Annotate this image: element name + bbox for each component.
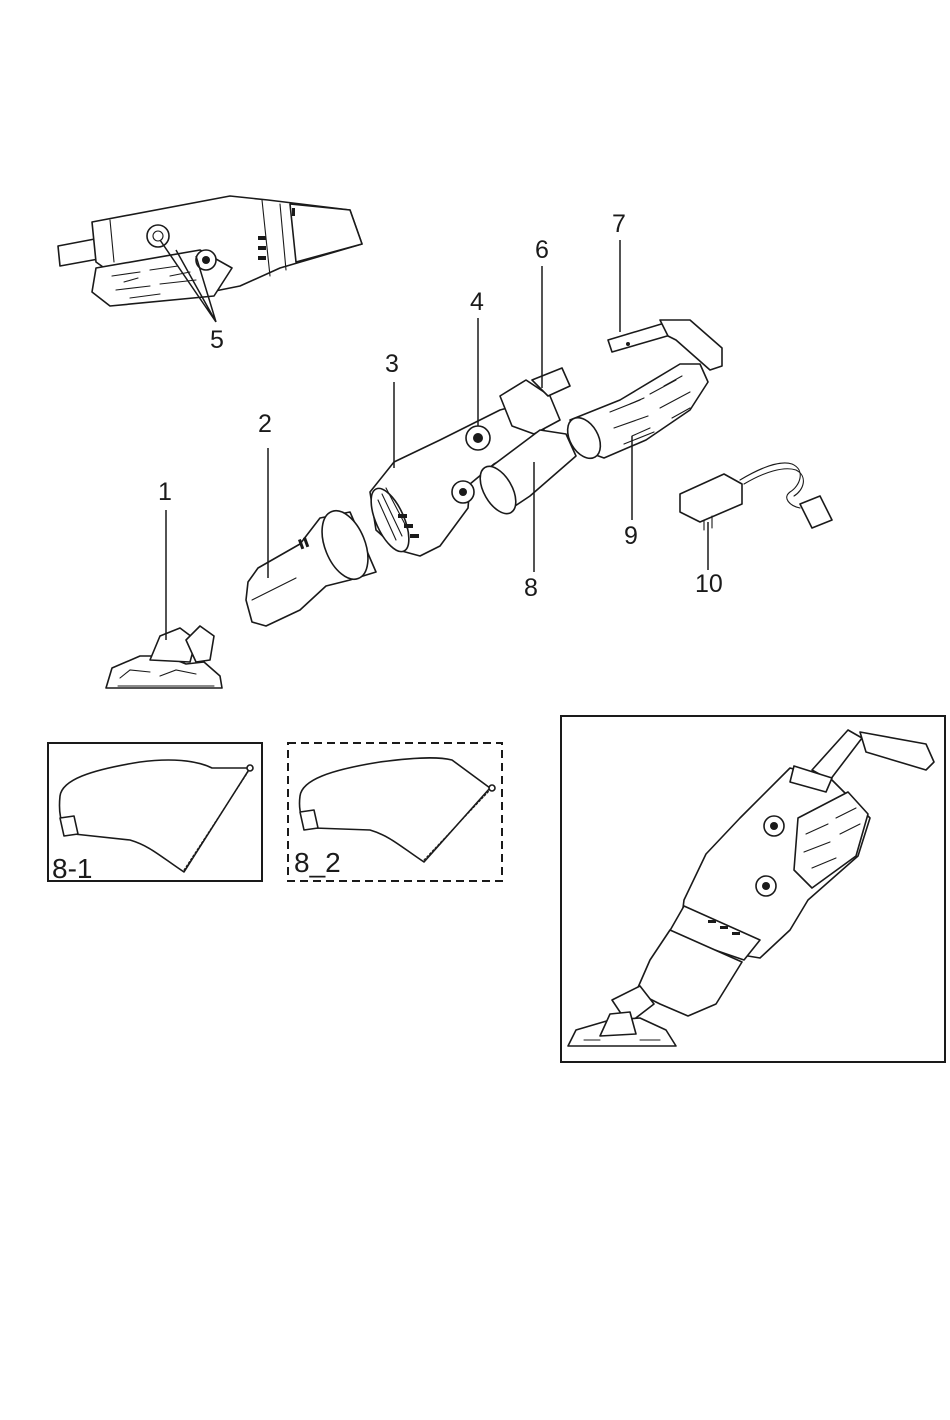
callout-1: 1 [158,478,172,506]
filter-bag-label-2: 8_2 [294,847,341,878]
filter-bag-variant-2: 8_2 [288,743,502,881]
callout-8: 8 [524,574,538,602]
filter-bag-label-1: 8-1 [52,853,92,884]
motor-unit-assembled [58,196,362,306]
callout-3: 3 [385,350,399,378]
callout-4: 4 [470,288,484,316]
part-9-grip-sleeve [561,364,708,464]
part-7-handle [608,320,722,370]
callout-7: 7 [612,210,626,238]
part-10-charger [680,463,832,530]
filter-bag-variant-1: 8-1 [48,743,262,884]
assembled-vacuum-inset [561,716,945,1062]
part-1-brush-head [106,626,222,688]
callout-10: 10 [695,570,723,598]
part-2-nozzle [246,504,377,626]
callout-5: 5 [210,326,224,354]
callout-2: 2 [258,410,272,438]
callout-9: 9 [624,522,638,550]
callout-6: 6 [535,236,549,264]
